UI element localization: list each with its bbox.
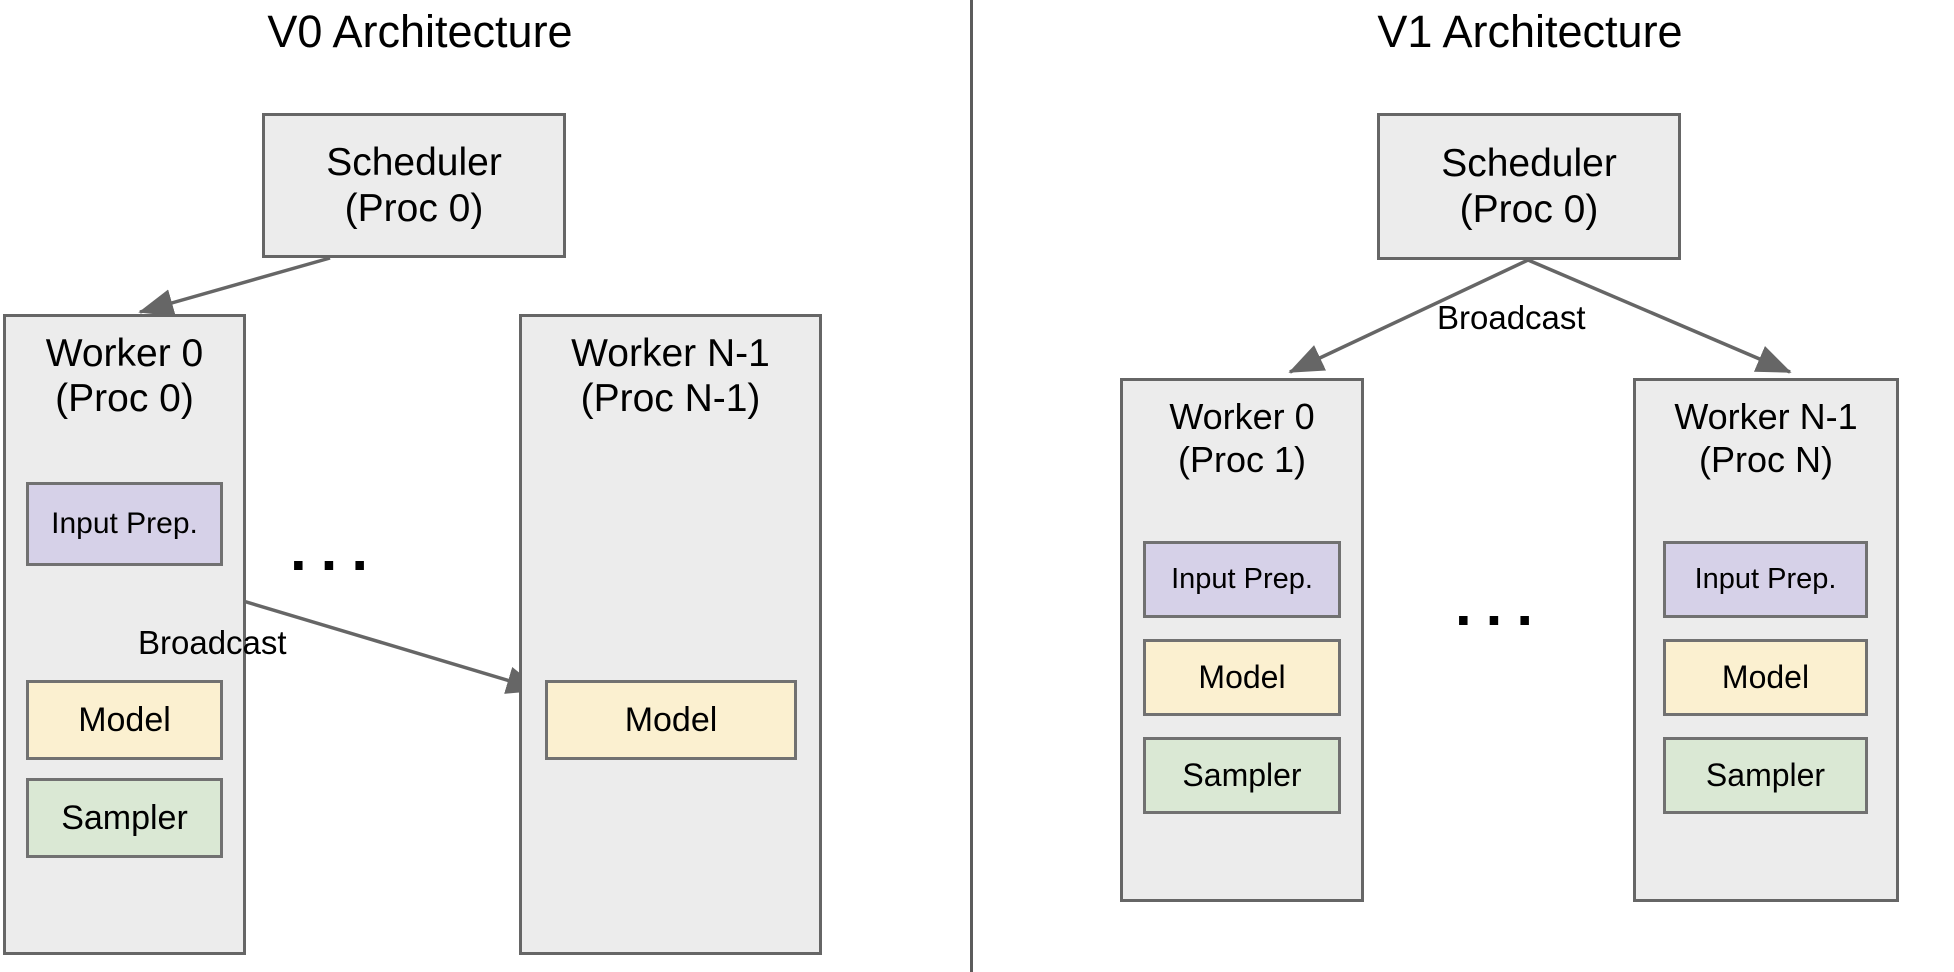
v0-worker-n-1-box[interactable]: Worker N-1 (Proc N-1) (519, 314, 822, 955)
v1-worker-0-sampler-label: Sampler (1182, 757, 1302, 793)
v1-worker-n-1-input-prep-box[interactable]: Input Prep. (1663, 541, 1868, 618)
v1-scheduler-label-line1: Scheduler (1441, 141, 1617, 185)
v1-worker-0-label-line2: (Proc 1) (1177, 439, 1307, 480)
v1-worker-n-1-sampler-label: Sampler (1705, 757, 1826, 793)
v1-worker-0-model-label: Model (1198, 659, 1286, 695)
v0-worker-0-sampler-label: Sampler (61, 798, 188, 837)
edge-v0-scheduler-to-worker0 (138, 256, 331, 317)
v1-worker-n-1-input-prep-label: Input Prep. (1694, 563, 1837, 595)
v0-worker-0-model-box[interactable]: Model (26, 680, 223, 760)
v1-scheduler-label-line2: (Proc 0) (1459, 187, 1599, 231)
panel-title-v0: V0 Architecture (267, 6, 573, 57)
v0-worker-0-sampler-box[interactable]: Sampler (26, 778, 223, 858)
panel-title-v1: V1 Architecture (1377, 6, 1683, 57)
v1-worker-n-1-model-box[interactable]: Model (1663, 639, 1868, 716)
v1-worker-0-input-prep-label: Input Prep. (1171, 563, 1313, 595)
v1-worker-n-1-model-label: Model (1721, 659, 1810, 695)
v0-worker-0-input-prep-label: Input Prep. (51, 507, 198, 540)
panel-divider (970, 0, 973, 972)
v0-worker-n-1-label-line1: Worker N-1 (571, 332, 770, 375)
v1-scheduler-box[interactable]: Scheduler (Proc 0) (1377, 113, 1681, 260)
v1-worker-n-1-label-line2: (Proc N) (1699, 439, 1833, 480)
v0-worker-0-label-line2: (Proc 0) (55, 377, 194, 420)
v0-worker-0-label-line1: Worker 0 (45, 332, 204, 375)
v1-worker-0-input-prep-box[interactable]: Input Prep. (1143, 541, 1341, 618)
v1-worker-n-1-label-line1: Worker N-1 (1674, 396, 1858, 437)
v1-broadcast-label: Broadcast (1437, 299, 1586, 336)
v1-worker-0-sampler-box[interactable]: Sampler (1143, 737, 1341, 814)
v0-broadcast-label: Broadcast (138, 624, 287, 661)
v1-ellipsis: ... (1455, 571, 1548, 638)
v0-scheduler-label-line1: Scheduler (326, 140, 502, 184)
v1-worker-0-label-line1: Worker 0 (1169, 396, 1315, 437)
v0-worker-0-input-prep-box[interactable]: Input Prep. (26, 482, 223, 566)
v0-worker-n-1-model-box[interactable]: Model (545, 680, 797, 760)
v1-worker-n-1-sampler-box[interactable]: Sampler (1663, 737, 1868, 814)
v0-worker-n-1-model-label: Model (624, 700, 718, 739)
v0-worker-0-model-label: Model (78, 700, 171, 739)
v1-worker-0-model-box[interactable]: Model (1143, 639, 1341, 716)
v0-scheduler-box[interactable]: Scheduler (Proc 0) (262, 113, 566, 258)
v0-scheduler-label-line2: (Proc 0) (344, 186, 484, 230)
v0-ellipsis: ... (290, 516, 383, 583)
v0-worker-n-1-label-line2: (Proc N-1) (580, 377, 761, 420)
